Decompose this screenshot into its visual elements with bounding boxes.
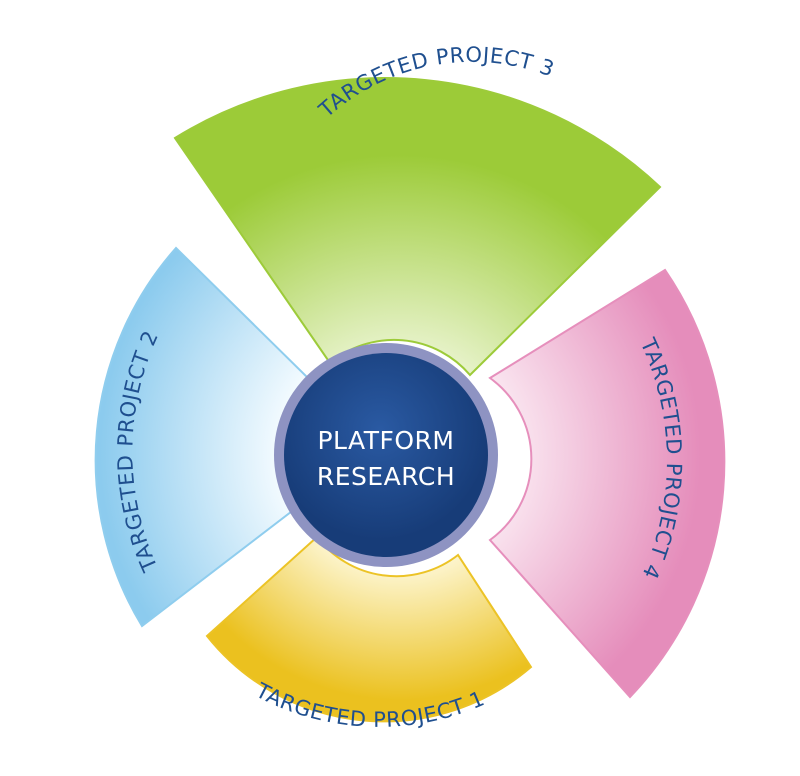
center-label-line1: PLATFORM bbox=[317, 426, 454, 455]
center-circle bbox=[284, 353, 488, 557]
segment-targeted-project-3 bbox=[173, 77, 662, 377]
center-label-line2: RESEARCH bbox=[317, 462, 455, 491]
segment-targeted-project-4 bbox=[488, 268, 726, 699]
segment-targeted-project-1 bbox=[205, 535, 533, 723]
